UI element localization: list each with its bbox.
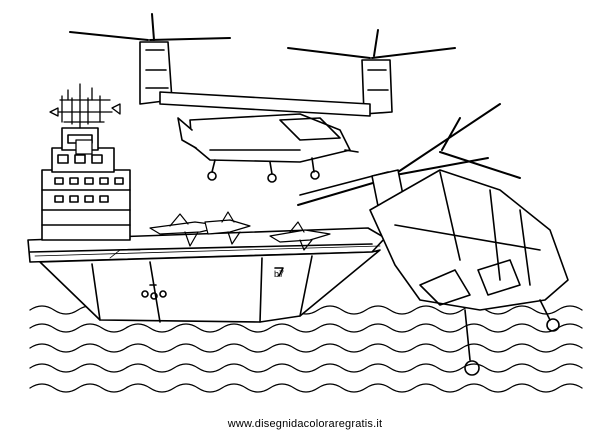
svg-text:b7: b7 xyxy=(274,269,284,279)
carrier-mast xyxy=(49,83,121,155)
tandem-rotor-helicopter xyxy=(297,103,569,376)
site-watermark: www.disegnidacoloraregratis.it xyxy=(227,418,383,430)
jet-fighters xyxy=(149,211,331,251)
tiltrotor-aircraft xyxy=(69,13,456,183)
aircraft-carrier: b7 xyxy=(27,83,386,323)
sea-waves xyxy=(29,305,583,393)
